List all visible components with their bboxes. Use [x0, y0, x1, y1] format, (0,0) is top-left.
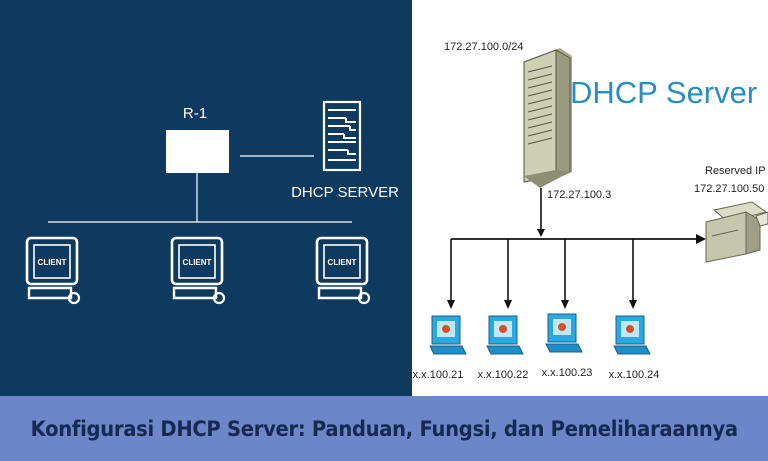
client-pc-icon [545, 313, 583, 353]
client-label: CLIENT [38, 258, 67, 267]
server-icon [322, 100, 362, 172]
client-ip-label: x.x.100.23 [542, 367, 593, 379]
client-pc-icon [613, 315, 651, 355]
client-ip-label: x.x.100.21 [413, 369, 464, 381]
client-label: CLIENT [328, 258, 357, 267]
reserved-ip-address: 172.27.100.50 [694, 183, 764, 195]
server-tower-icon [523, 48, 572, 188]
reserved-ip-title: Reserved IP [705, 165, 766, 177]
right-diagram-panel: 172.27.100.0/24 DHCP Server 172.27.100.3… [412, 0, 768, 396]
dhcp-server-title: DHCP Server [570, 75, 757, 110]
client-ip-label: x.x.100.24 [609, 369, 660, 381]
left-diagram-panel: R-1 DHCP SERVER CLIENT CLIENT [0, 0, 412, 396]
client-computer-icon: CLIENT [25, 236, 81, 305]
client-computer-icon: CLIENT [315, 236, 371, 305]
client-pc-icon [429, 315, 467, 355]
router-label: R-1 [183, 105, 207, 122]
client-arrow-heads [447, 300, 637, 309]
caption-bar: Konfigurasi DHCP Server: Panduan, Fungsi… [0, 396, 768, 461]
router-box [166, 130, 229, 173]
server-label: DHCP SERVER [291, 184, 399, 201]
server-ip-label: 172.27.100.3 [547, 189, 611, 201]
arrow-head [537, 229, 545, 237]
client-ip-label: x.x.100.22 [478, 369, 529, 381]
client-label: CLIENT [183, 258, 212, 267]
arrow-head [696, 234, 706, 244]
caption-title: Konfigurasi DHCP Server: Panduan, Fungsi… [30, 416, 738, 441]
left-panel-background [0, 0, 412, 396]
client-pc-icon [486, 315, 524, 355]
network-label: 172.27.100.0/24 [444, 41, 524, 53]
client-computer-icon: CLIENT [170, 236, 226, 305]
printer-icon [705, 201, 768, 263]
client-drop-lines [450, 239, 634, 303]
right-panel-background [412, 0, 768, 396]
